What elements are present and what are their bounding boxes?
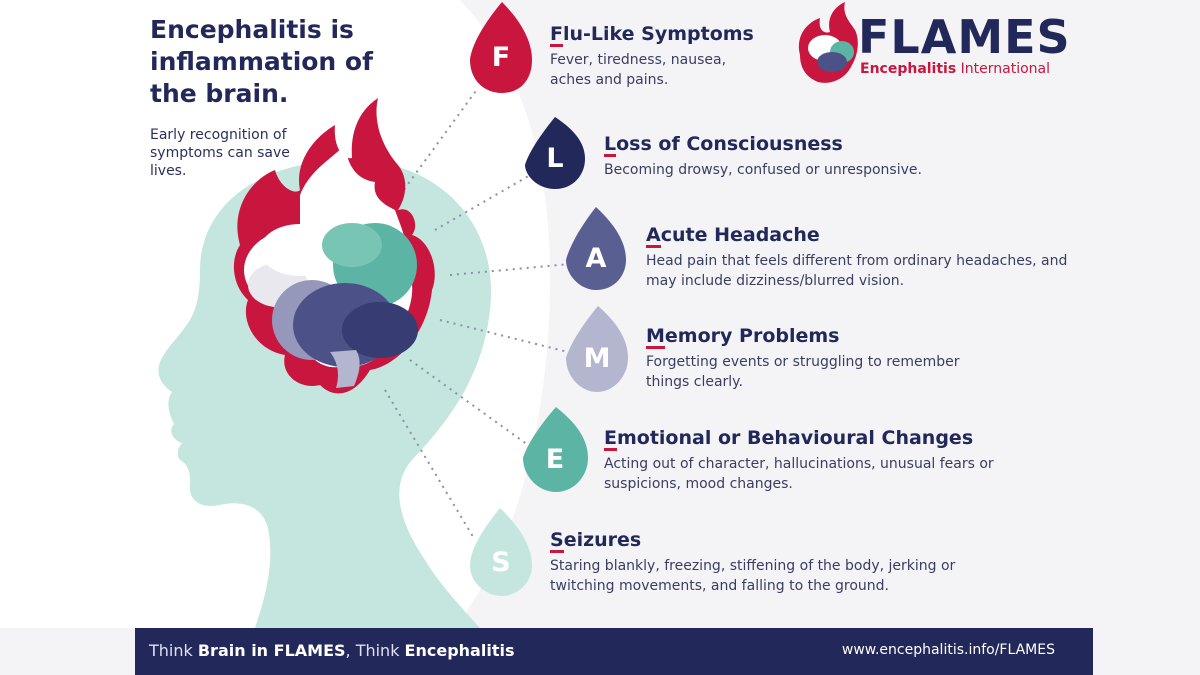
flame-e-icon <box>523 407 588 492</box>
title-first-letter: A <box>646 224 661 248</box>
footer-url-link[interactable]: www.encephalitis.info/FLAMES <box>841 642 1055 658</box>
flame-s-icon <box>470 508 532 596</box>
title-rest: emory Problems <box>664 325 840 347</box>
flame-l-icon <box>525 117 585 189</box>
symptom-desc: Head pain that feels different from ordi… <box>646 253 1068 289</box>
title-rest: lu-Like Symptoms <box>562 23 754 45</box>
symptom-memory: Memory Problems Forgetting events or str… <box>646 324 1116 392</box>
title-rest: oss of Consciousness <box>616 133 843 155</box>
flame-m-icon <box>566 306 628 392</box>
symptom-consciousness: Loss of Consciousness Becoming drowsy, c… <box>604 132 1074 180</box>
symptom-desc: Becoming drowsy, confused or unresponsiv… <box>604 162 922 178</box>
symptom-desc: Fever, tiredness, nausea, aches and pain… <box>550 52 727 88</box>
title-rest: motional or Behavioural Changes <box>616 427 974 449</box>
brand-name: FLAMES <box>858 10 1071 64</box>
title-first-letter: E <box>604 427 617 451</box>
subline: Early recognition of symptoms can save l… <box>150 127 290 179</box>
title-first-letter: F <box>550 23 563 47</box>
letter-l: L <box>546 143 564 174</box>
symptom-emotional: Emotional or Behavioural Changes Acting … <box>604 426 1074 494</box>
connector-lines <box>384 87 571 541</box>
brain-flame-icon <box>233 98 435 394</box>
letter-e: E <box>545 444 565 475</box>
footer-bar: Think Brain in FLAMES, Think Encephaliti… <box>135 628 1093 675</box>
title-first-letter: M <box>646 325 665 349</box>
headline: Encephalitis is inflammation of the brai… <box>150 15 373 108</box>
flame-f-icon <box>470 2 532 93</box>
letter-f: F <box>491 42 511 73</box>
title-first-letter: S <box>550 529 564 553</box>
letter-s: S <box>491 547 511 578</box>
symptom-seizures: Seizures Staring blankly, freezing, stif… <box>550 528 1020 596</box>
letter-a: A <box>585 243 607 274</box>
symptom-headache: Acute Headache Head pain that feels diff… <box>646 223 1116 291</box>
flames-logo-icon <box>798 2 858 83</box>
title-first-letter: L <box>604 133 617 157</box>
symptom-desc: Forgetting events or struggling to remem… <box>646 354 960 390</box>
symptom-flu: Flu-Like Symptoms Fever, tiredness, naus… <box>550 22 1020 90</box>
brand-subtitle: Encephalitis International <box>860 61 1050 77</box>
title-rest: eizures <box>563 529 642 551</box>
symptom-desc: Acting out of character, hallucinations,… <box>604 456 994 492</box>
footer-tagline: Think Brain in FLAMES, Think Encephaliti… <box>149 641 515 660</box>
flame-a-icon <box>566 207 626 290</box>
letter-m: M <box>583 343 611 374</box>
title-rest: cute Headache <box>660 224 820 246</box>
symptom-desc: Staring blankly, freezing, stiffening of… <box>550 558 956 594</box>
